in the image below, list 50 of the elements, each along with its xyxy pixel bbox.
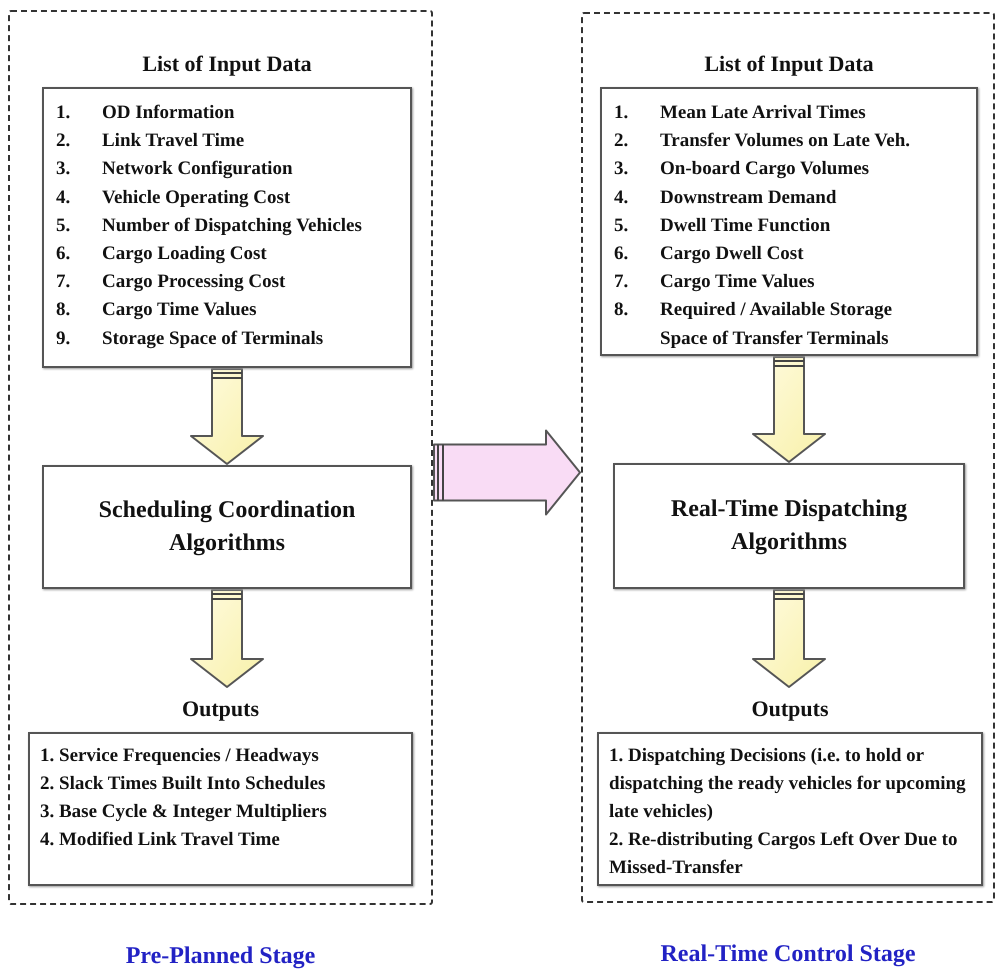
item-number: 3. xyxy=(56,157,72,182)
item-number: 5. xyxy=(614,214,630,238)
process-box: Scheduling Coordination Algorithms xyxy=(42,465,412,589)
item-number: 4. xyxy=(614,186,630,210)
list-item: Mean Late Arrival Times xyxy=(660,101,867,125)
item-number: 4. xyxy=(56,186,72,210)
list-item: Storage Space of Terminals xyxy=(102,326,324,351)
item-number: 2. xyxy=(56,129,72,154)
list-item: Required / Available Storage Space of Transfer Terminals xyxy=(660,298,894,351)
item-number: 1. xyxy=(614,101,630,125)
list-item: Link Travel Time xyxy=(102,129,246,154)
item-number: 2. xyxy=(614,129,630,154)
item-number: 6. xyxy=(56,242,72,266)
list-item: Cargo Loading Cost xyxy=(102,242,268,266)
list-item: OD Information xyxy=(102,101,236,125)
list-item: Vehicle Operating Cost xyxy=(102,186,292,210)
list-item: Dwell Time Function xyxy=(660,214,832,238)
section-heading: List of Input Data xyxy=(703,50,875,78)
stage-frame xyxy=(581,12,995,903)
list-item: 1. Dispatching Decisions (i.e. to hold or dispatching the ready vehicles for upcoming late vehicles) xyxy=(609,744,967,824)
list-item: Cargo Time Values xyxy=(102,298,258,322)
list-item: Transfer Volumes on Late Veh. xyxy=(660,129,912,154)
list-item: Network Configuration xyxy=(102,157,294,182)
list-item: 3. Base Cycle & Integer Multipliers xyxy=(40,800,328,824)
stage-title: Pre-Planned Stage xyxy=(124,943,316,970)
stage-title: Real-Time Control Stage xyxy=(659,941,917,968)
item-number: 8. xyxy=(56,298,72,322)
item-number: 7. xyxy=(614,270,630,294)
item-number: 8. xyxy=(614,298,630,322)
list-item: Cargo Dwell Cost xyxy=(660,242,805,266)
item-number: 9. xyxy=(56,326,72,351)
item-number: 7. xyxy=(56,270,72,294)
section-heading: List of Input Data xyxy=(141,50,313,78)
item-number: 6. xyxy=(614,242,630,266)
section-heading: Outputs xyxy=(180,694,260,723)
list-item: Number of Dispatching Vehicles xyxy=(102,214,363,238)
list-item: Downstream Demand xyxy=(660,186,838,210)
section-heading: Outputs xyxy=(750,694,830,723)
list-item: 4. Modified Link Travel Time xyxy=(40,828,281,852)
stage-frame xyxy=(8,10,433,905)
list-item: On-board Cargo Volumes xyxy=(660,157,870,182)
item-number: 5. xyxy=(56,214,72,238)
item-number: 3. xyxy=(614,157,630,182)
list-item: Cargo Processing Cost xyxy=(102,270,286,294)
list-item: 2. Re-distributing Cargos Left Over Due to Missed-Transfer xyxy=(609,828,958,880)
list-item: 2. Slack Times Built Into Schedules xyxy=(40,772,326,796)
item-number: 1. xyxy=(56,101,72,125)
list-item: 1. Service Frequencies / Headways xyxy=(40,744,320,768)
process-box: Real-Time Dispatching Algorithms xyxy=(613,463,965,589)
list-item: Cargo Time Values xyxy=(660,270,816,294)
